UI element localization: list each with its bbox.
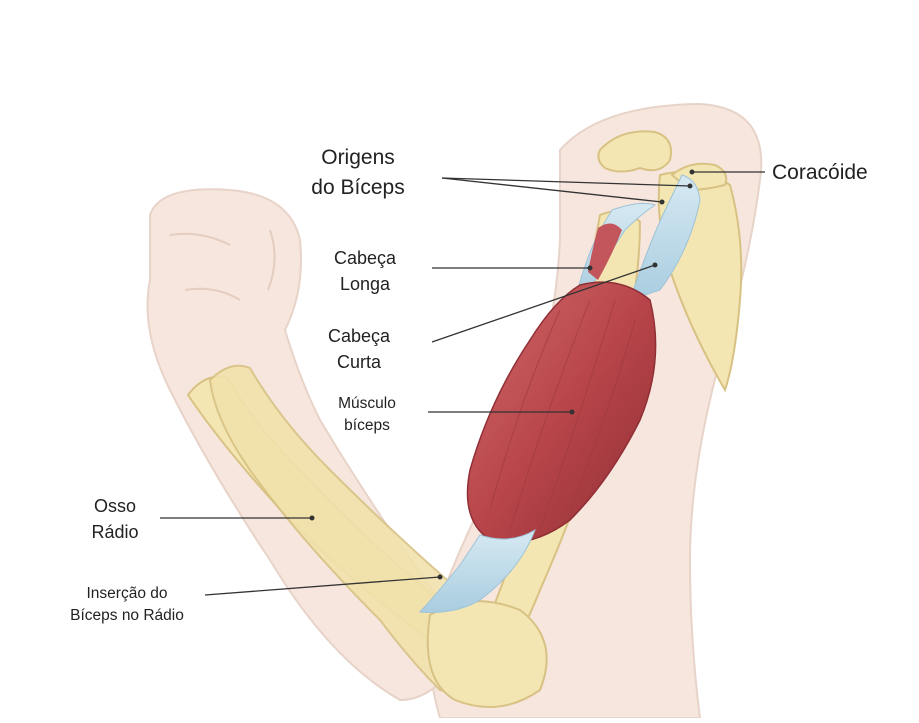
long-head-label: Cabeça Longa — [322, 245, 408, 297]
radius-dot — [309, 515, 315, 521]
knuckle-lines — [169, 229, 276, 301]
long-head-tendon-red — [588, 223, 622, 280]
acromion-bone — [597, 130, 672, 173]
insertion-label-line1: Inserção do — [86, 585, 168, 602]
insertion-label-line2: Bíceps no Rádio — [70, 607, 184, 625]
coracoid-label: Coracóide — [772, 161, 868, 184]
short-head-dot — [652, 262, 658, 268]
origins-dot-2 — [687, 183, 693, 189]
origins-label-line1: Origens — [321, 146, 395, 169]
radius-label-line2: Rádio — [91, 522, 139, 543]
origins-dot-1 — [659, 199, 665, 205]
short-head-tendon — [629, 174, 701, 301]
radius-label: Osso Rádio — [78, 493, 152, 545]
short-head-label-line2: Curta — [336, 352, 381, 373]
short-head-label-line1: Cabeça — [327, 326, 391, 346]
origins-label: Origens do Bíceps — [300, 143, 416, 204]
coracoid-dot — [689, 169, 695, 175]
long-head-label-line1: Cabeça — [333, 248, 397, 268]
insertion-label: Inserção do Bíceps no Rádio — [52, 583, 202, 628]
origins-leader-2 — [441, 177, 691, 187]
radius-label-line1: Osso — [93, 496, 136, 516]
short-head-leader — [431, 264, 656, 343]
long-head-label-line2: Longa — [339, 274, 391, 295]
leader-dots — [309, 169, 695, 580]
biceps-muscle-label-line1: Músculo — [338, 395, 396, 412]
short-head-label: Cabeça Curta — [316, 323, 402, 375]
biceps-muscle-label: Músculo bíceps — [326, 393, 408, 438]
insertion-tendon — [418, 528, 536, 613]
elbow-joint — [426, 600, 548, 709]
leader-lines — [160, 171, 765, 596]
biceps-muscle-label-line2: bíceps — [344, 417, 390, 435]
insertion-dot — [437, 574, 443, 580]
biceps-muscle-dot — [569, 409, 575, 415]
origins-label-line2: do Bíceps — [311, 176, 405, 200]
muscle-fibers — [489, 299, 636, 531]
origins-leader-1 — [441, 177, 663, 203]
long-head-dot — [587, 265, 593, 271]
insertion-leader — [204, 576, 441, 596]
